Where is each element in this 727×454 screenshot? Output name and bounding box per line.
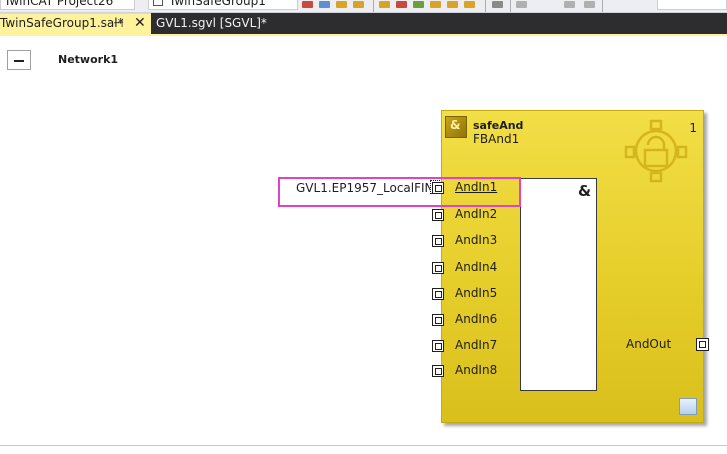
- input-variable-label[interactable]: GVL1.EP1957_LocalFIN1: [296, 181, 442, 195]
- pin-label: AndIn4: [455, 260, 498, 274]
- project-combo-value: TwinCAT Project26: [4, 0, 114, 8]
- nav-back-icon[interactable]: [516, 1, 527, 8]
- output-pin-label: AndOut: [626, 337, 672, 351]
- network-divider: [0, 445, 727, 446]
- pin-label: AndIn8: [455, 363, 498, 377]
- and-block-icon: &: [445, 116, 467, 138]
- verify-icon[interactable]: [336, 1, 347, 8]
- tab-twinsafegroup[interactable]: TwinSafeGroup1.sal* ⊣ ✕: [0, 13, 151, 34]
- minus-icon: [14, 60, 24, 62]
- pin-label: AndIn3: [455, 233, 498, 247]
- input-pin-icon: [432, 235, 444, 247]
- pin-label: AndIn5: [455, 286, 498, 300]
- input-pin-icon: [432, 365, 444, 377]
- tab-gvl1[interactable]: GVL1.sgvl [SGVL]*: [156, 16, 267, 30]
- input-pin-icon: [432, 209, 444, 221]
- input-pin-icon: [432, 262, 444, 274]
- collapse-network-button[interactable]: [7, 50, 31, 70]
- block-number: 1: [689, 121, 697, 135]
- block-properties-button[interactable]: [679, 398, 697, 415]
- target-combo-value: TwinSafeGroup1: [169, 0, 266, 8]
- block-type: safeAnd: [473, 119, 524, 132]
- target-combo[interactable]: TwinSafeGroup1: [148, 0, 298, 10]
- and-operator-symbol: &: [578, 182, 592, 200]
- pin-icon[interactable]: ⊣: [113, 16, 124, 30]
- input-pin-icon: [432, 340, 444, 352]
- block-icon[interactable]: [396, 1, 407, 8]
- diamond-icon[interactable]: [464, 1, 475, 8]
- network-label: Network1: [58, 53, 119, 66]
- pin-label: AndIn6: [455, 312, 498, 326]
- block-instance-name[interactable]: FBAnd1: [473, 132, 520, 146]
- toolbar-separator: [373, 0, 374, 12]
- download-icon[interactable]: [302, 1, 313, 8]
- network-icon[interactable]: [379, 1, 390, 8]
- pin-label: AndIn2: [455, 207, 498, 221]
- close-icon[interactable]: ✕: [134, 15, 146, 31]
- dropdown-icon[interactable]: [584, 1, 595, 8]
- group-icon[interactable]: [447, 1, 458, 8]
- tab-twinsafegroup-label: TwinSafeGroup1.sal*: [0, 16, 124, 30]
- highlight-box: [278, 177, 521, 207]
- toolbar-separator: [602, 0, 603, 12]
- input-pin-icon: [432, 288, 444, 300]
- connect-icon[interactable]: [413, 1, 424, 8]
- tab-underline: [0, 34, 727, 36]
- zoom-icon[interactable]: [492, 1, 503, 8]
- and-operator-box: [520, 178, 597, 391]
- variable-icon[interactable]: [430, 1, 441, 8]
- input-pin-icon: [432, 182, 444, 194]
- and-block-icon-symbol: &: [450, 118, 461, 132]
- target-icon: [153, 0, 163, 6]
- toolbar-separator: [510, 0, 511, 12]
- toolbar: TwinCAT Project26 TwinSafeGroup1: [0, 0, 727, 13]
- function-block-safeand[interactable]: & safeAnd FBAnd1 1 & AndIn1 AndIn2: [432, 110, 709, 423]
- check-icon[interactable]: [319, 1, 330, 8]
- pin-label: AndIn1: [455, 180, 498, 194]
- project-combo[interactable]: TwinCAT Project26: [0, 0, 135, 10]
- input-pin-icon: [432, 314, 444, 326]
- safety-gear-icon: [624, 119, 688, 183]
- info-icon[interactable]: [353, 1, 364, 8]
- document-tab-strip: TwinSafeGroup1.sal* ⊣ ✕ GVL1.sgvl [SGVL]…: [0, 13, 727, 34]
- toolbar-separator: [485, 0, 486, 12]
- pin-label: AndIn7: [455, 338, 498, 352]
- nav-forward-icon[interactable]: [564, 1, 575, 8]
- output-pin-icon[interactable]: [696, 338, 709, 351]
